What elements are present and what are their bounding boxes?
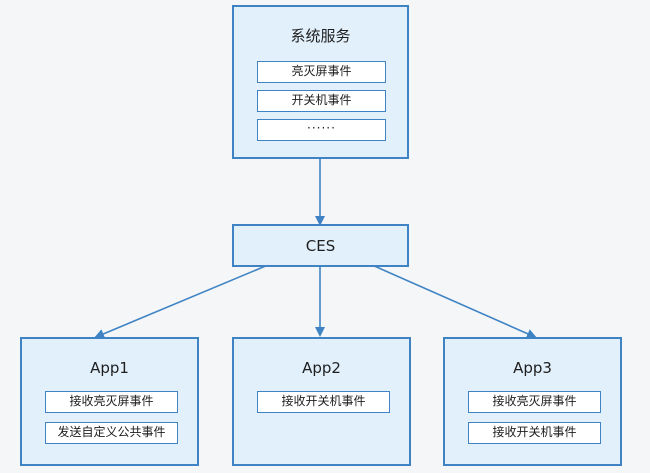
ces-box: CES (232, 224, 409, 267)
arrow-ces-to-app1 (94, 264, 269, 339)
app2-item-receive-power-event: 接收开关机事件 (257, 391, 390, 413)
app2-title: App2 (302, 359, 341, 377)
app3-box: App3 接收亮灭屏事件 接收开关机事件 (443, 337, 622, 466)
ces-label: CES (305, 237, 336, 255)
system-service-item-power-event: 开关机事件 (257, 90, 386, 112)
app3-title: App3 (513, 359, 552, 377)
app1-box: App1 接收亮灭屏事件 发送自定义公共事件 (20, 337, 199, 466)
system-service-box: 系统服务 亮灭屏事件 开关机事件 ······ (232, 5, 409, 159)
system-service-item-more: ······ (257, 119, 386, 141)
app1-item-receive-screen-event: 接收亮灭屏事件 (45, 391, 178, 413)
system-service-item-screen-event: 亮灭屏事件 (257, 61, 386, 83)
app3-item-receive-screen-event: 接收亮灭屏事件 (468, 391, 601, 413)
app3-item-receive-power-event: 接收开关机事件 (468, 422, 601, 444)
app1-title: App1 (90, 359, 129, 377)
app2-box: App2 接收开关机事件 (232, 337, 411, 466)
system-service-title: 系统服务 (290, 27, 351, 45)
app1-item-send-custom-event: 发送自定义公共事件 (45, 422, 178, 444)
arrow-ces-to-app3 (371, 264, 537, 339)
